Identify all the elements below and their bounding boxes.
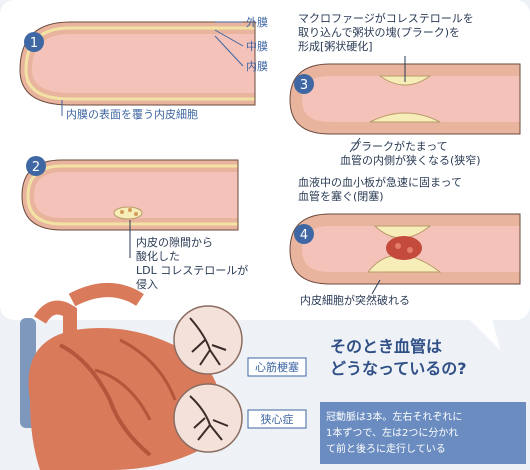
- step-4-caption: 内皮細胞が突然破れる: [300, 293, 410, 307]
- step-3-text-2: 取り込んで粥状の塊(プラーク)を: [298, 25, 460, 39]
- question-line-2: どうなっているの?: [330, 359, 466, 378]
- step-4-vessel: [290, 214, 520, 284]
- step-3-text-3: 形成[粥状硬化]: [298, 39, 373, 53]
- step-2-caption-3: LDL コレステロールが: [136, 263, 248, 277]
- label-infarction: 心筋梗塞: [255, 360, 299, 374]
- question-line-1: そのとき血管は: [330, 337, 442, 356]
- zoom-circle-top: [174, 306, 242, 374]
- note-line-2: 1本ずつで、左は2つに分かれ: [326, 426, 458, 439]
- step-2-caption-4: 侵入: [136, 278, 158, 291]
- note-line-3: て前と後ろに走行している: [326, 442, 446, 455]
- step-3-caption-2: 血管の内側が狭くなる(狭窄): [340, 153, 481, 167]
- note-line-1: 冠動脈は3本。左右それぞれに: [326, 410, 462, 423]
- label-outer-membrane: 外膜: [246, 16, 268, 29]
- label-middle-membrane: 中膜: [246, 40, 268, 53]
- step-1-caption: 内膜の表面を覆う内皮細胞: [66, 107, 198, 121]
- step-2-caption-1: 内皮の隙間から: [136, 235, 213, 249]
- speech-tail: [470, 318, 500, 350]
- step-4-text-2: 血管を塞ぐ(閉塞): [298, 189, 384, 203]
- step-1-vessel: [20, 22, 255, 105]
- step-4-text-1: 血液中の血小板が急速に固まって: [298, 175, 462, 189]
- step-3-number: 3: [300, 78, 308, 93]
- step-2-number: 2: [32, 160, 40, 175]
- step-4-number: 4: [300, 228, 308, 243]
- step-3-caption-1: プラークがたまって: [350, 139, 448, 153]
- step-1-number: 1: [30, 36, 38, 51]
- label-angina: 狭心症: [261, 412, 294, 426]
- label-inner-membrane: 内膜: [246, 59, 268, 73]
- step-2-caption-2: 酸化した: [136, 249, 180, 263]
- step-2-vessel: [22, 160, 238, 230]
- step-3-text-1: マクロファージがコレステロールを: [298, 11, 474, 25]
